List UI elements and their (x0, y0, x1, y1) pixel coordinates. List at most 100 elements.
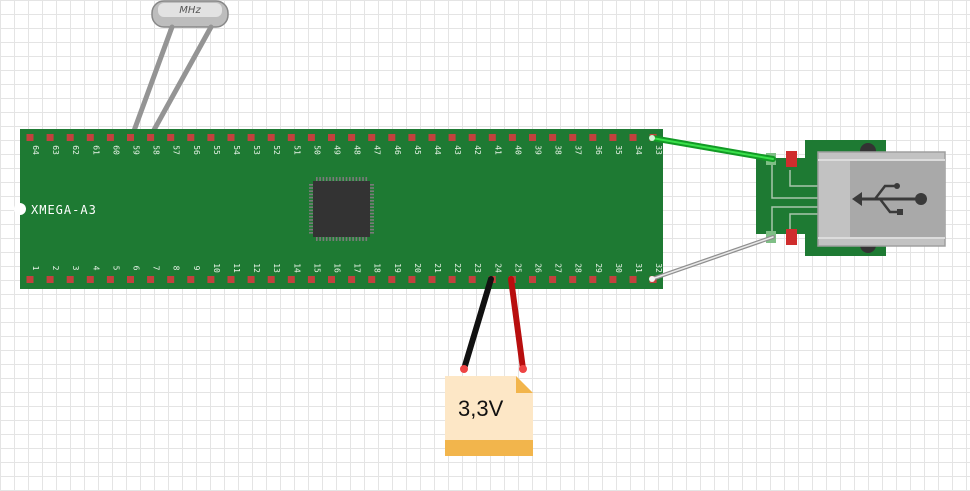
chip-lead (309, 212, 313, 215)
pin-43[interactable] (448, 134, 456, 141)
chip-lead (370, 225, 374, 228)
chip-lead (370, 209, 374, 212)
pin-56[interactable] (187, 134, 195, 141)
wire-black-pin24[interactable] (461, 276, 494, 372)
pin-51[interactable] (287, 134, 295, 141)
wire-end-pin33 (649, 135, 655, 141)
pin-label-12: 12 (252, 263, 261, 273)
pin-11[interactable] (227, 276, 235, 283)
pin-45[interactable] (408, 134, 416, 141)
chip-lead (365, 237, 368, 241)
pin-label-34: 34 (634, 145, 643, 155)
crystal-oscillator[interactable]: MHz (151, 0, 229, 28)
chip-lead (309, 187, 313, 189)
pin-28[interactable] (569, 276, 577, 283)
pin-19[interactable] (388, 276, 396, 283)
chip-lead (322, 237, 325, 241)
wire-end-pin32 (649, 276, 655, 282)
pin-39[interactable] (529, 134, 536, 141)
pin-50[interactable] (307, 134, 315, 141)
pin-57[interactable] (167, 134, 175, 141)
chip-lead (370, 190, 374, 192)
pin-label-17: 17 (353, 263, 362, 273)
pin-37[interactable] (569, 134, 577, 141)
pin-55[interactable] (207, 134, 215, 141)
crystal-lead-2[interactable] (146, 24, 214, 142)
pin-29[interactable] (589, 276, 597, 283)
pin-7[interactable] (147, 276, 155, 283)
chip-lead (345, 177, 348, 181)
pin-52[interactable] (267, 134, 275, 141)
pin-63[interactable] (46, 134, 54, 141)
pin-label-39: 39 (534, 145, 543, 155)
pin-38[interactable] (549, 134, 557, 141)
crystal-label: MHz (179, 5, 201, 16)
pin-label-16: 16 (333, 263, 342, 273)
pin-1[interactable] (26, 276, 34, 283)
pin-62[interactable] (66, 134, 74, 141)
pin-6[interactable] (127, 276, 134, 283)
battery-3v3[interactable]: 3,3V (445, 376, 533, 456)
wire-red-pin25[interactable] (508, 276, 526, 372)
pin-4[interactable] (86, 276, 94, 283)
pin-label-37: 37 (574, 145, 583, 155)
pin-64[interactable] (26, 134, 34, 141)
pin-16[interactable] (328, 276, 335, 283)
pin-59[interactable] (127, 134, 134, 141)
pin-44[interactable] (428, 134, 436, 141)
pin-42[interactable] (468, 134, 476, 141)
pin-61[interactable] (86, 134, 94, 141)
pin-26[interactable] (529, 276, 536, 283)
pin-23[interactable] (468, 276, 476, 283)
pin-label-32: 32 (654, 263, 663, 273)
pin-10[interactable] (207, 276, 215, 283)
pin-20[interactable] (408, 276, 416, 283)
chip-lead (325, 177, 328, 181)
chip-lead (370, 222, 374, 224)
pin-31[interactable] (629, 276, 637, 283)
pin-35[interactable] (609, 134, 617, 141)
pin-47[interactable] (368, 134, 376, 141)
chip-lead (309, 184, 313, 186)
pin-53[interactable] (247, 134, 255, 141)
pin-5[interactable] (106, 276, 114, 283)
pin-15[interactable] (307, 276, 315, 283)
pin-18[interactable] (368, 276, 376, 283)
pin-label-21: 21 (433, 263, 442, 273)
pin-label-27: 27 (554, 263, 563, 273)
pin-13[interactable] (267, 276, 275, 283)
pin-34[interactable] (629, 134, 637, 141)
pin-label-19: 19 (393, 263, 402, 273)
pin-22[interactable] (448, 276, 456, 283)
pin-12[interactable] (247, 276, 255, 283)
pin-14[interactable] (287, 276, 295, 283)
pin-54[interactable] (227, 134, 235, 141)
pin-48[interactable] (348, 134, 356, 141)
pin-2[interactable] (46, 276, 54, 283)
pin-27[interactable] (549, 276, 557, 283)
chip-lead (342, 237, 344, 241)
pin-49[interactable] (328, 134, 335, 141)
chip-lead (309, 206, 313, 208)
pin-36[interactable] (589, 134, 597, 141)
usb-connector-module[interactable] (756, 140, 946, 256)
pin-30[interactable] (609, 276, 617, 283)
battery-band (445, 440, 533, 456)
pin-8[interactable] (167, 276, 175, 283)
chip-body (313, 181, 370, 237)
pin-3[interactable] (66, 276, 74, 283)
pin-46[interactable] (388, 134, 396, 141)
pin-17[interactable] (348, 276, 356, 283)
pin-40[interactable] (508, 134, 516, 141)
crystal-lead-1[interactable] (128, 24, 175, 142)
pin-9[interactable] (187, 276, 195, 283)
pin-label-64: 64 (31, 145, 40, 155)
pin-58[interactable] (147, 134, 155, 141)
pin-label-54: 54 (232, 145, 241, 155)
chip-lead (322, 177, 325, 181)
chip-lead (309, 225, 313, 228)
pin-60[interactable] (106, 134, 114, 141)
pin-21[interactable] (428, 276, 436, 283)
pin-41[interactable] (488, 134, 496, 141)
